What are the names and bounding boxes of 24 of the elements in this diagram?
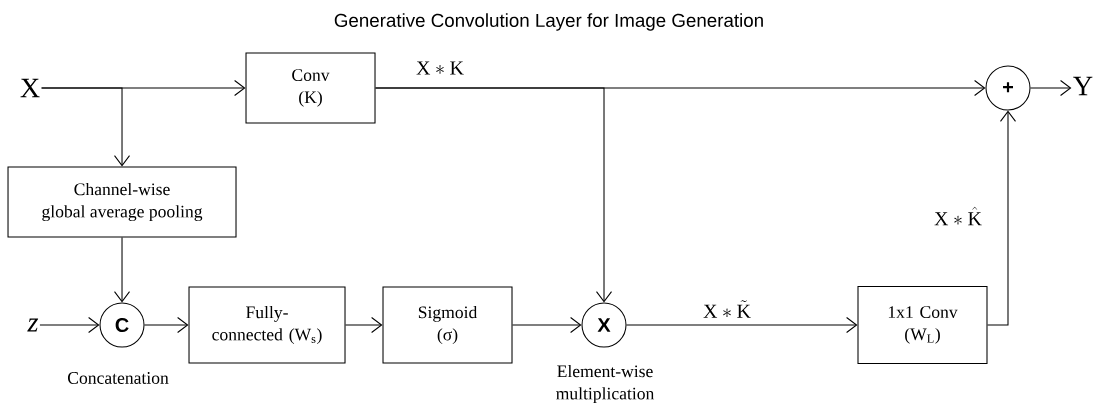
arrow: [1030, 79, 1072, 96]
process-box: 1x1 Conv (W$_{L}$): [857, 285, 988, 364]
arrow: [987, 110, 1017, 326]
arrow: [512, 316, 582, 333]
process-box: Fully-connected (W$_{s}$): [188, 286, 346, 364]
arrow: [375, 87, 613, 303]
arrow: [144, 316, 189, 333]
arrow: [114, 237, 131, 303]
arrow: [626, 316, 858, 333]
arrow: [41, 87, 131, 167]
process-box: Sigmoid (σ): [382, 286, 513, 364]
process-box: Channel-wise global average pooling: [7, 166, 237, 238]
title: Generative Convolution Layer for Image Generation: [334, 13, 763, 31]
node-caption: Element-wise multiplication: [556, 364, 655, 404]
signal-label: Y: [1073, 76, 1093, 96]
node-caption: Concatenation: [68, 372, 169, 384]
signal-label: X: [20, 78, 40, 98]
edge-label: $\mathrm{X} * \mathrm{K}$: [414, 60, 466, 76]
signal-label: z: [27, 318, 39, 332]
arrow: [345, 316, 383, 333]
arrow: [39, 316, 100, 333]
process-box: Conv (K): [245, 52, 376, 124]
edge-label: $\mathrm{X} * \tilde{\mathrm{K}}$: [701, 299, 753, 319]
edge-label: $\mathrm{X} * \hat{\mathrm{K}}$: [932, 205, 984, 227]
